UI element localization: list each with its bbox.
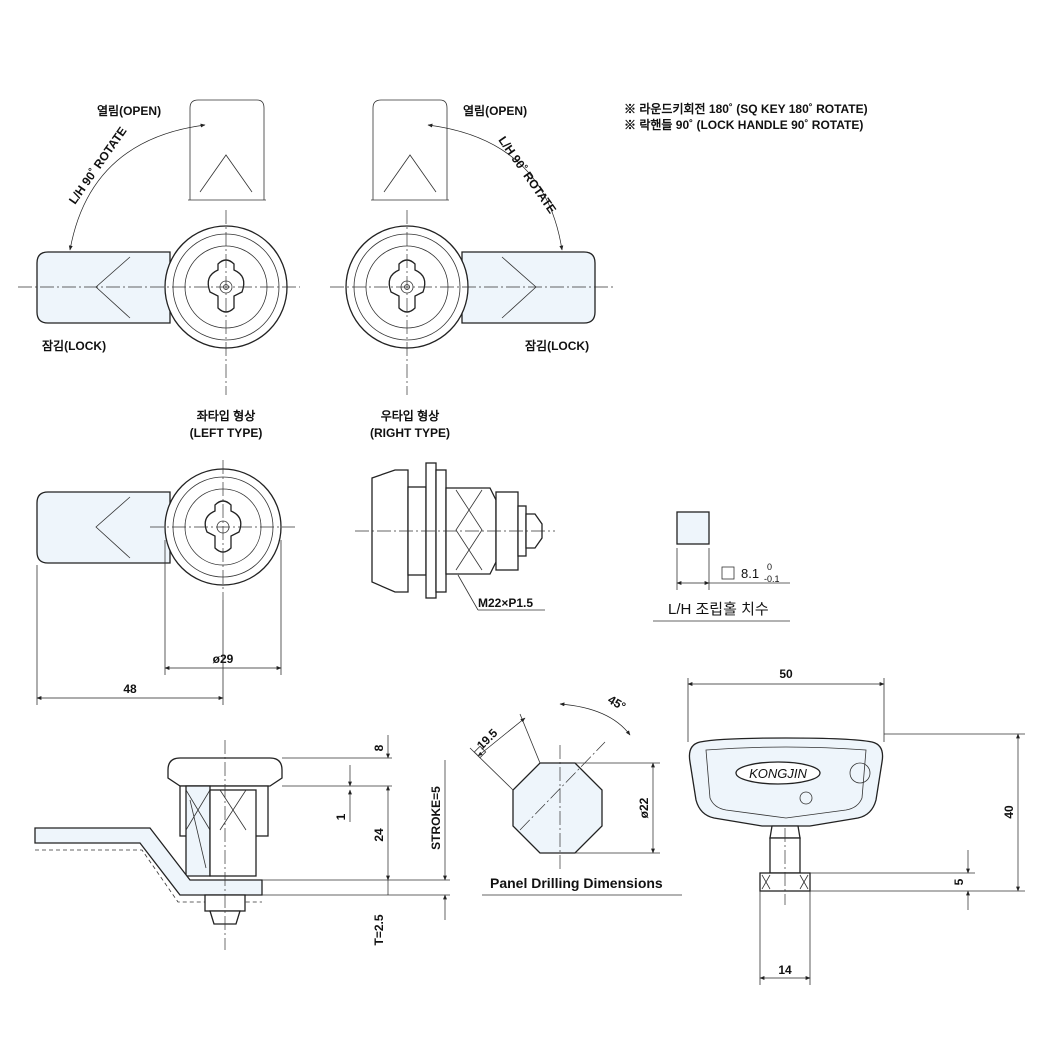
dim-h1: 1 [334, 813, 348, 820]
key-view: KONGJIN 50 40 5 14 [687, 667, 1025, 985]
dim-key-width: 50 [779, 667, 793, 681]
dim-h24: 24 [372, 828, 386, 842]
rotate-label-right: L/H 90˚ ROTATE [496, 134, 560, 216]
lock-label-left: 잠김(LOCK) [42, 338, 106, 353]
dim-length-48: 48 [123, 682, 137, 696]
right-type-title-kr: 우타입 형상 [381, 408, 440, 423]
open-label-right: 열림(OPEN) [463, 103, 527, 118]
dim-stroke: STROKE=5 [429, 786, 443, 850]
dim-key-stem: 5 [952, 878, 966, 885]
dim-panel-diameter: ø22 [637, 797, 651, 818]
rotate-label-left: L/H 90˚ ROTATE [66, 124, 130, 206]
panel-drilling-view: ø22 19.5 45° Panel Drilling Dimensions [469, 692, 682, 896]
front-view: ø29 48 [36, 460, 295, 705]
open-label-left: 열림(OPEN) [97, 103, 161, 118]
panel-drilling-title: Panel Drilling Dimensions [490, 875, 663, 891]
lock-label-right: 잠김(LOCK) [525, 338, 589, 353]
right-type-title-en: (RIGHT TYPE) [370, 426, 450, 440]
lh-hole-title: L/H 조립홀 치수 [668, 601, 769, 618]
section-view: 8 24 1 STROKE=5 T=2.5 [34, 735, 450, 950]
left-type-title-kr: 좌타입 형상 [197, 408, 256, 423]
side-view: M22×P1.5 [355, 462, 555, 611]
key-brand: KONGJIN [749, 766, 807, 781]
dim-thickness: T=2.5 [372, 914, 386, 945]
dim-square-hole-lower: -0.1 [764, 574, 780, 584]
left-type-view: 열림(OPEN) L/H 90˚ ROTATE 잠김(LOCK) [18, 99, 300, 395]
dim-key-height: 40 [1002, 805, 1016, 819]
left-type-title-en: (LEFT TYPE) [190, 426, 263, 440]
lh-hole-view: 8.1 0 -0.1 L/H 조립홀 치수 [653, 511, 790, 622]
dim-key-14: 14 [778, 963, 792, 977]
note-sq-key: ※ 라운드키회전 180˚ (SQ KEY 180˚ ROTATE) [624, 101, 868, 116]
dim-square-hole: 8.1 [741, 566, 759, 581]
dim-square-hole-upper: 0 [767, 562, 772, 572]
dim-h8: 8 [372, 744, 386, 751]
thread-label: M22×P1.5 [478, 596, 533, 610]
dim-panel-angle: 45° [606, 692, 629, 713]
right-type-view: 열림(OPEN) L/H 90˚ ROTATE 잠김(LOCK) [330, 99, 615, 395]
note-lock-handle: ※ 락핸들 90˚ (LOCK HANDLE 90˚ ROTATE) [624, 117, 863, 132]
